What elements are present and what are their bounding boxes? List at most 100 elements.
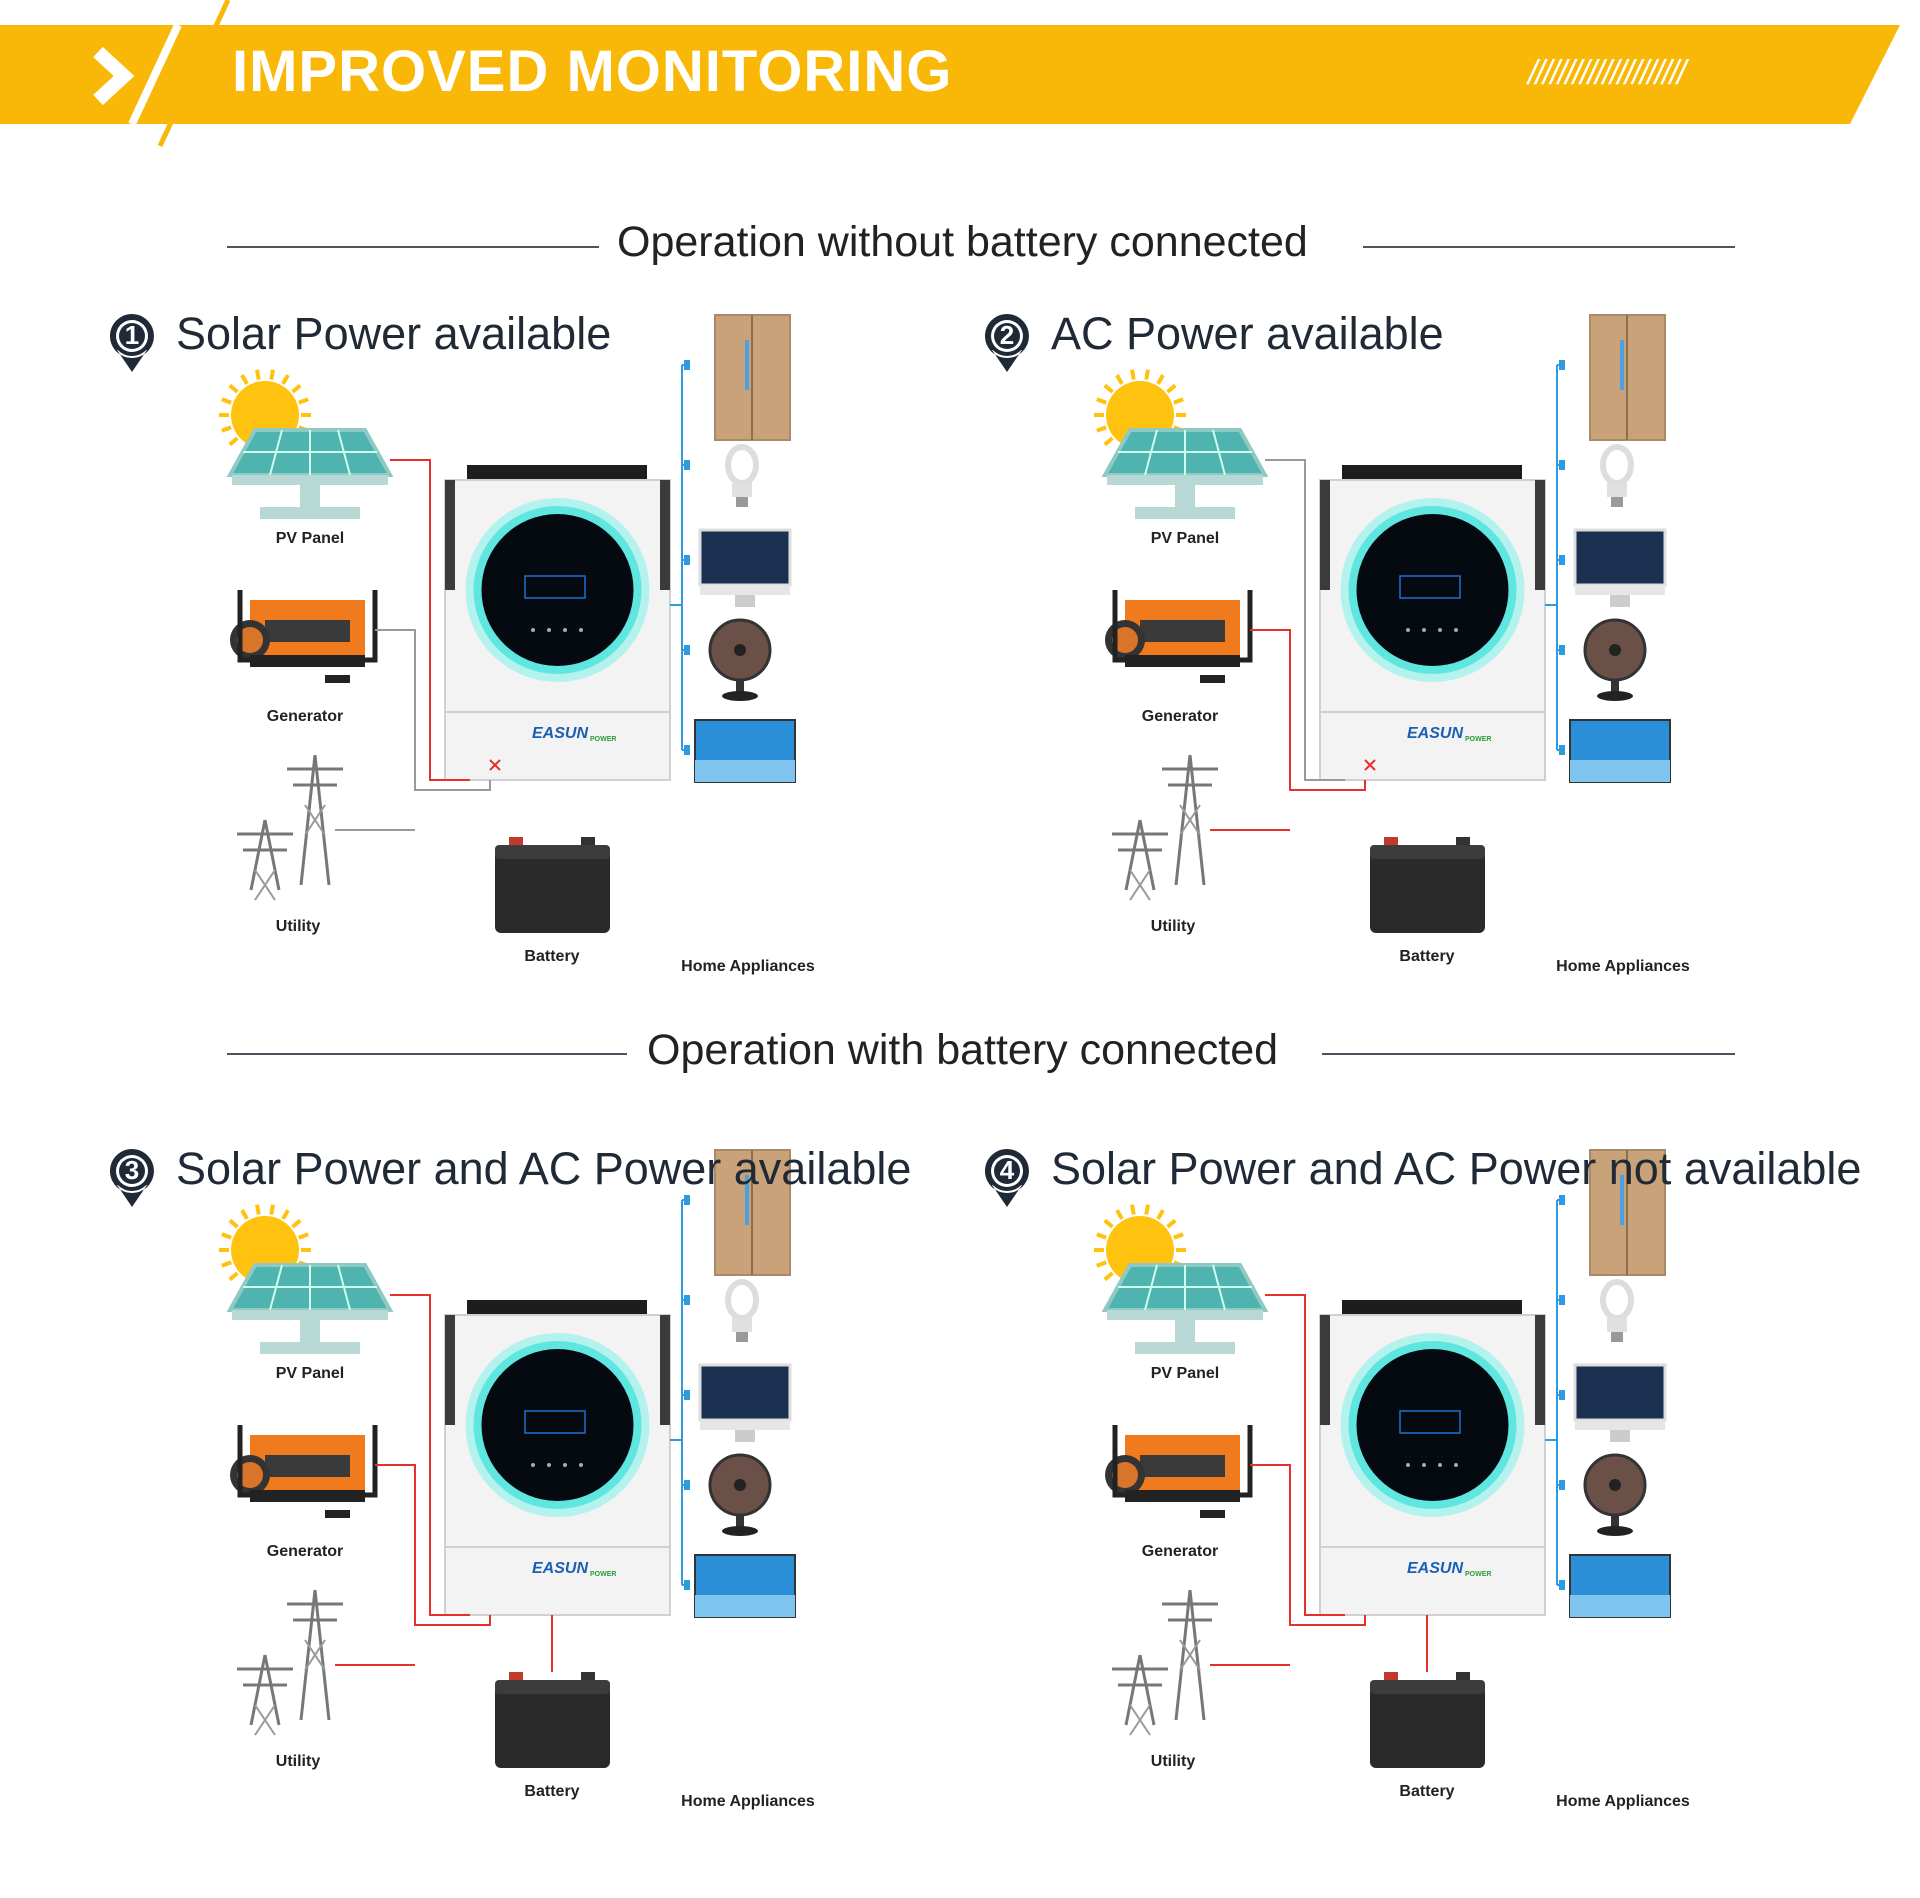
generator-icon <box>230 590 378 683</box>
battery-label: Battery <box>1399 948 1455 965</box>
fridge-icon <box>714 314 791 441</box>
plug-icon <box>684 1580 690 1590</box>
plug-icon <box>684 645 690 655</box>
brand-logo: EASUN <box>1407 725 1464 742</box>
pv-panel-label: PV Panel <box>275 1365 345 1382</box>
scenario-title: Solar Power and AC Power available <box>176 1143 912 1194</box>
scenario-panel: 3 Solar Power and AC Power available PV Pa… <box>100 1135 960 1855</box>
utility-label: Utility <box>1150 1753 1196 1770</box>
section-title-with-battery: Operation with battery connected <box>647 1026 1279 1074</box>
plug-icon <box>1559 1295 1565 1305</box>
scenario-number: 4 <box>999 1155 1015 1185</box>
plug-icon <box>684 360 690 370</box>
plug-icon <box>1559 460 1565 470</box>
fan-icon <box>708 1453 772 1536</box>
brand-logo-sub: POWER <box>590 736 617 743</box>
battery-label: Battery <box>524 948 580 965</box>
home-appliances-label: Home Appliances <box>681 958 815 975</box>
battery-icon <box>1370 837 1485 933</box>
number-marker-icon <box>984 314 1029 372</box>
plug-icon <box>684 1295 690 1305</box>
battery-icon <box>495 837 610 933</box>
banner-hatch-decoration: ///////////////////// <box>1528 54 1686 92</box>
scenario-title: Solar Power and AC Power not available <box>1051 1143 1862 1194</box>
battery-label: Battery <box>1399 1783 1455 1800</box>
fridge-icon <box>1589 314 1666 441</box>
utility-label: Utility <box>1150 918 1196 935</box>
disconnect-x-icon <box>1364 759 1376 771</box>
number-marker-icon <box>109 314 154 372</box>
plug-icon <box>684 555 690 565</box>
scenario-title: AC Power available <box>1051 308 1444 359</box>
battery-label: Battery <box>524 1783 580 1800</box>
light-bulb-icon <box>1600 444 1634 507</box>
section-divider-left <box>227 246 599 248</box>
generator-icon <box>230 1425 378 1518</box>
tv-icon <box>694 719 796 783</box>
utility-pylon-icon <box>1112 1589 1218 1736</box>
tv-icon <box>1569 719 1671 783</box>
pv-panel-label: PV Panel <box>1150 530 1220 547</box>
generator-label: Generator <box>1141 1543 1219 1560</box>
monitor-icon <box>698 1363 792 1442</box>
page-title: IMPROVED MONITORING <box>232 39 953 104</box>
plug-icon <box>1559 1195 1565 1205</box>
monitor-icon <box>1573 528 1667 607</box>
pv-panel-label: PV Panel <box>1150 1365 1220 1382</box>
section-divider-right <box>1322 1053 1735 1055</box>
scenario-diagram <box>984 1149 1671 1768</box>
solar-panel-icon <box>226 1263 394 1354</box>
fan-icon <box>1583 1453 1647 1536</box>
plug-icon <box>684 1390 690 1400</box>
section-title-without-battery: Operation without battery connected <box>617 218 1308 266</box>
pv-panel-label: PV Panel <box>275 530 345 547</box>
battery-icon <box>1370 1672 1485 1768</box>
solar-panel-icon <box>226 428 394 519</box>
fridge-icon <box>1589 1149 1666 1276</box>
brand-logo: EASUN <box>1407 1560 1464 1577</box>
generator-icon <box>1105 590 1253 683</box>
disconnect-x-icon <box>489 759 501 771</box>
home-appliances-label: Home Appliances <box>1556 1793 1690 1810</box>
scenario-diagram <box>109 1149 796 1768</box>
utility-pylon-icon <box>237 754 343 901</box>
plug-icon <box>684 1480 690 1490</box>
scenario-diagram <box>984 314 1671 933</box>
inverter-icon <box>1319 1300 1546 1616</box>
scenario-number: 1 <box>124 320 140 350</box>
tv-icon <box>694 1554 796 1618</box>
brand-logo-sub: POWER <box>590 1571 617 1578</box>
plug-icon <box>684 1195 690 1205</box>
home-appliances-label: Home Appliances <box>1556 958 1690 975</box>
fridge-icon <box>714 1149 791 1276</box>
utility-label: Utility <box>275 918 321 935</box>
scenario-number: 2 <box>999 320 1015 350</box>
plug-icon <box>1559 645 1565 655</box>
light-bulb-icon <box>1600 1279 1634 1342</box>
generator-icon <box>1105 1425 1253 1518</box>
number-marker-icon <box>984 1149 1029 1207</box>
inverter-icon <box>444 465 671 781</box>
battery-icon <box>495 1672 610 1768</box>
generator-label: Generator <box>266 1543 344 1560</box>
fan-icon <box>1583 618 1647 701</box>
inverter-icon <box>1319 465 1546 781</box>
plug-icon <box>1559 555 1565 565</box>
generator-label: Generator <box>1141 708 1219 725</box>
utility-pylon-icon <box>1112 754 1218 901</box>
generator-label: Generator <box>266 708 344 725</box>
plug-icon <box>1559 745 1565 755</box>
tv-icon <box>1569 1554 1671 1618</box>
scenario-title: Solar Power available <box>176 308 612 359</box>
header-banner <box>0 0 1920 150</box>
monitor-icon <box>1573 1363 1667 1442</box>
scenario-diagram <box>109 314 796 933</box>
plug-icon <box>1559 360 1565 370</box>
inverter-icon <box>444 1300 671 1616</box>
solar-panel-icon <box>1101 428 1269 519</box>
scenario-number: 3 <box>124 1155 140 1185</box>
utility-pylon-icon <box>237 1589 343 1736</box>
